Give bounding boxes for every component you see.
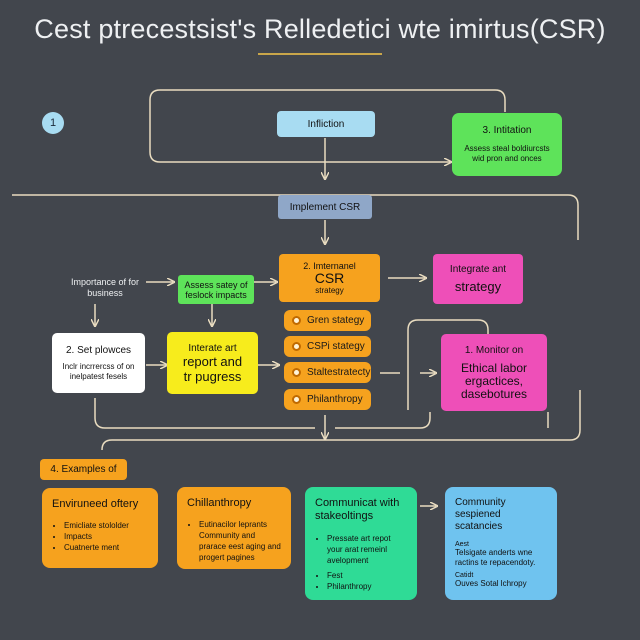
example-card-title: Enviruneed oftery [52, 498, 139, 510]
strategy-item: Philanthropy [284, 389, 371, 410]
example-card-item: Philanthropy [327, 581, 407, 592]
example-card-title: Communicat with stakeoltings [315, 497, 400, 522]
initiation-body: Assess steal boldiurcsts wid pron and on… [464, 144, 550, 163]
strategy-item-label: Philanthropy [307, 394, 363, 405]
bullet-icon [292, 342, 301, 351]
example-card: Communicat with stakeoltings Pressate ar… [305, 487, 417, 600]
implement-csr-label: Implement CSR [289, 201, 361, 213]
infliction-box: Infliction [277, 111, 375, 137]
title-underline [258, 53, 382, 55]
example-card: Chillanthropy Eutinacilor leprants Commu… [177, 487, 291, 569]
strategy-item: Staltestratecty [284, 362, 371, 383]
assess-label: Assess satey of feslock impacts [184, 279, 248, 300]
implement-csr-box: Implement CSR [278, 195, 372, 219]
example-card-body: Ouves Sotal lchropy [455, 579, 527, 588]
internal-csr-line1: 2. Imternanel [303, 261, 356, 271]
strategy-item: CSPi stategy [284, 336, 371, 357]
example-card: Community sespiened scatancies Aest Tels… [445, 487, 557, 600]
monitor-body: Ethical labor ergactices, dasebotures [460, 360, 528, 401]
example-card-subhead: Catidt [455, 572, 474, 579]
bullet-icon [292, 395, 301, 404]
example-card-title: Chillanthropy [187, 497, 252, 509]
example-card-body: Telsigate anderts wne ractins te repacen… [455, 548, 536, 567]
infliction-label: Infliction [307, 118, 345, 130]
integrate-strategy-line1: Integrate ant [449, 264, 507, 275]
integrate-strategy-line2: strategy [454, 279, 502, 294]
set-plowces-box: 2. Set plowces Inclr incrrercss of on in… [52, 333, 145, 393]
interate-report-line3: tr pugress [183, 368, 242, 384]
initiation-title: 3. Intitation [482, 125, 532, 136]
interate-report-box: Interate art report and tr pugress [167, 332, 258, 394]
monitor-box: 1. Monitor on Ethical labor ergactices, … [441, 334, 547, 411]
example-card-item: Emicliate stololder [64, 520, 148, 531]
interate-report-line2: report and [182, 353, 243, 369]
assess-box: Assess satey of feslock impacts [178, 275, 254, 304]
example-card-title: Community sespiened scatancies [455, 497, 506, 532]
importance-text: Importance of for business [70, 277, 140, 298]
internal-csr-line2: CSR [314, 270, 345, 286]
example-card-item: Pressate art repot your arat remeinl ave… [327, 533, 407, 566]
integrate-strategy-box: Integrate ant strategy [433, 254, 523, 304]
examples-label-box: 4. Examples of [40, 459, 127, 480]
set-plowces-title: 2. Set plowces [65, 344, 132, 356]
example-card-item: Eutinacilor leprants Community and prara… [199, 519, 281, 563]
strategy-item-label: Staltestratecty [307, 367, 371, 378]
example-card-item: Cuatnerte ment [64, 542, 148, 553]
page-title: Cest ptrecestsist's Relledetici wte imir… [34, 14, 606, 44]
bullet-icon [292, 368, 301, 377]
example-card-item: Impacts [64, 531, 148, 542]
internal-csr-box: 2. Imternanel CSR strategy [279, 254, 380, 302]
example-card-item: Fest [327, 570, 407, 581]
importance-label: Importance of for business [64, 273, 146, 303]
strategy-item-label: CSPi stategy [307, 341, 365, 352]
strategy-item-label: Gren stategy [307, 315, 365, 326]
bullet-icon [292, 316, 301, 325]
step-badge: 1 [42, 112, 64, 134]
strategy-item: Gren stategy [284, 310, 371, 331]
example-card: Enviruneed oftery Emicliate stololder Im… [42, 488, 158, 568]
example-card-subhead: Aest [455, 541, 470, 548]
examples-label: 4. Examples of [50, 464, 117, 475]
initiation-box: 3. Intitation Assess steal boldiurcsts w… [452, 113, 562, 176]
interate-report-line1: Interate art [188, 342, 237, 354]
set-plowces-body: Inclr incrrercss of on inelpatest fesels [62, 361, 135, 381]
internal-csr-line3: strategy [315, 286, 344, 295]
monitor-title: 1. Monitor on [464, 344, 524, 356]
step-badge-label: 1 [49, 117, 57, 129]
